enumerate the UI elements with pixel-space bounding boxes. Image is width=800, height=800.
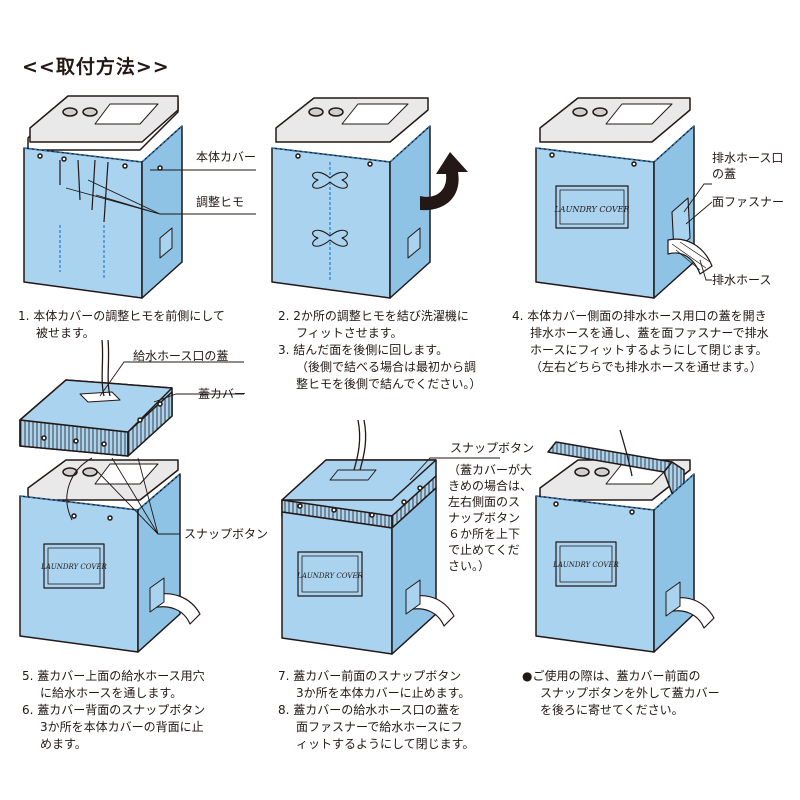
- label-body-cover: 本体カバー: [196, 150, 257, 164]
- panel-4-illustration: [19, 339, 201, 653]
- usage-note: ●ご使用の際は、蓋カバー前面のスナップボタンを外して蓋カバーを後ろに寄せてくださ…: [522, 669, 720, 717]
- step-5-6: 5. 蓋カバー上面の給水ホース用穴に給水ホースを通します。 6. 蓋カバー背面の…: [22, 669, 206, 751]
- panel-3-callouts: [683, 183, 713, 281]
- panel-3-brand: LAUNDRY COVER: [553, 205, 629, 214]
- step-4: 4. 本体カバー側面の排水ホース用口の蓋を開き排水ホースを通し、蓋を面ファスナー…: [512, 309, 769, 374]
- label-drain-hose: 排水ホース: [712, 273, 772, 287]
- panel-5-brand: LAUNDRY COVER: [296, 572, 363, 580]
- panel-6-illustration: [535, 429, 715, 653]
- label-drain-hose-lid: 排水ホース口 の蓋: [712, 151, 784, 181]
- label-snap-button-2: スナップボタン: [450, 441, 535, 455]
- label-snap-button-1: スナップボタン: [184, 527, 269, 541]
- panel-1-callouts: [65, 169, 256, 215]
- label-supply-hose-lid: 給水ホース口の蓋: [133, 349, 229, 363]
- panel-4-brand: LAUNDRY COVER: [40, 563, 107, 571]
- page-title: <<取付方法>>: [22, 56, 170, 78]
- label-adjust-cord: 調整ヒモ: [196, 195, 245, 209]
- rotate-arrow-icon: [420, 152, 468, 211]
- panel-4-callouts: [95, 361, 244, 535]
- panel-5-illustration: [281, 419, 455, 655]
- panel-1-illustration: [23, 95, 183, 299]
- step-1: 1. 本体カバーの調整ヒモを前側にして被せます。: [18, 309, 225, 340]
- panel-6-brand: LAUNDRY COVER: [552, 561, 619, 569]
- label-note-big-lid: （蓋カバーが大 きめの場合は、 左右側面のス ナップボタン ６か所を上下 で止め…: [448, 463, 533, 573]
- panel-2-illustration: [271, 97, 431, 299]
- label-lid-cover: 蓋カバー: [198, 387, 247, 401]
- label-fastener: 面ファスナー: [712, 195, 785, 209]
- panel-5-callouts: [409, 457, 500, 481]
- step-2-3: 2. 2か所の調整ヒモを結び洗濯機にフィットさせます。 3. 結んだ面を後側に回…: [278, 309, 482, 391]
- panel-3-illustration: [535, 97, 713, 299]
